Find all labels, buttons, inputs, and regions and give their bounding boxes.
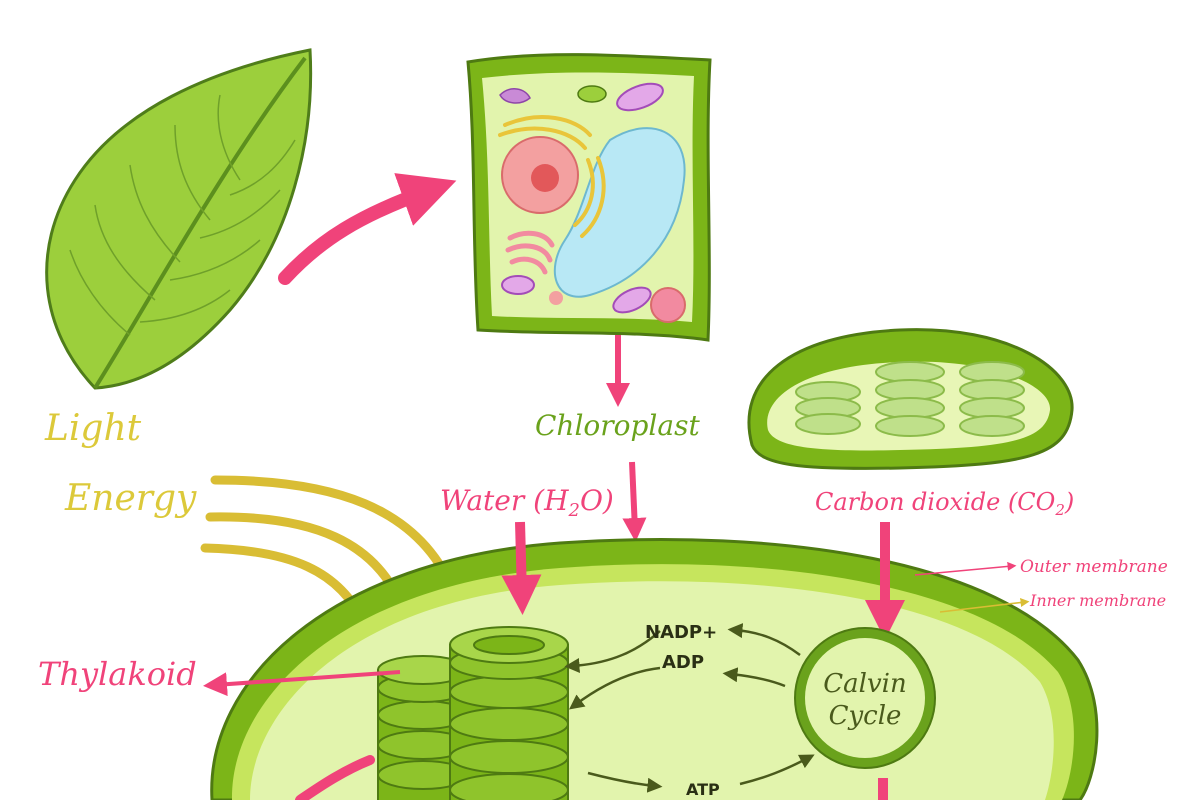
- thylakoid-label: Thylakoid: [38, 655, 197, 693]
- calvin-label-line1: Calvin: [823, 669, 906, 699]
- plant-cell-icon: [466, 53, 712, 342]
- water-arrow: [501, 521, 542, 615]
- cycle-arrows: [564, 623, 815, 793]
- nadp-label: NADP+: [645, 622, 717, 643]
- calvin-cycle: Calvin Cycle: [794, 627, 936, 769]
- calvin-label-line2: Cycle: [829, 701, 902, 731]
- oxygen-out-arrow: [295, 755, 375, 800]
- leaf-to-cell-arrow: [278, 173, 457, 285]
- light-label-line2: Energy: [64, 478, 197, 519]
- co2-label: Carbon dioxide (CO2): [815, 488, 1074, 519]
- water-label: Water (H2O): [440, 484, 614, 521]
- leaf-icon: [45, 48, 313, 390]
- atp-label: ATP: [686, 780, 720, 799]
- inner-membrane-label: Inner membrane: [1029, 591, 1166, 610]
- outer-membrane-pointer: [914, 561, 1017, 576]
- thylakoid-pointer: [203, 670, 401, 697]
- inner-membrane-pointer: [939, 598, 1030, 613]
- light-label-line1: Light: [44, 408, 142, 449]
- chloroplast-label: Chloroplast: [535, 409, 700, 442]
- chloroplast-down-arrow: [622, 461, 647, 542]
- outer-membrane-label: Outer membrane: [1020, 557, 1168, 577]
- chloroplast-icon: [747, 328, 1074, 470]
- thylakoid-stack-right: [449, 626, 569, 800]
- adp-label: ADP: [662, 652, 704, 673]
